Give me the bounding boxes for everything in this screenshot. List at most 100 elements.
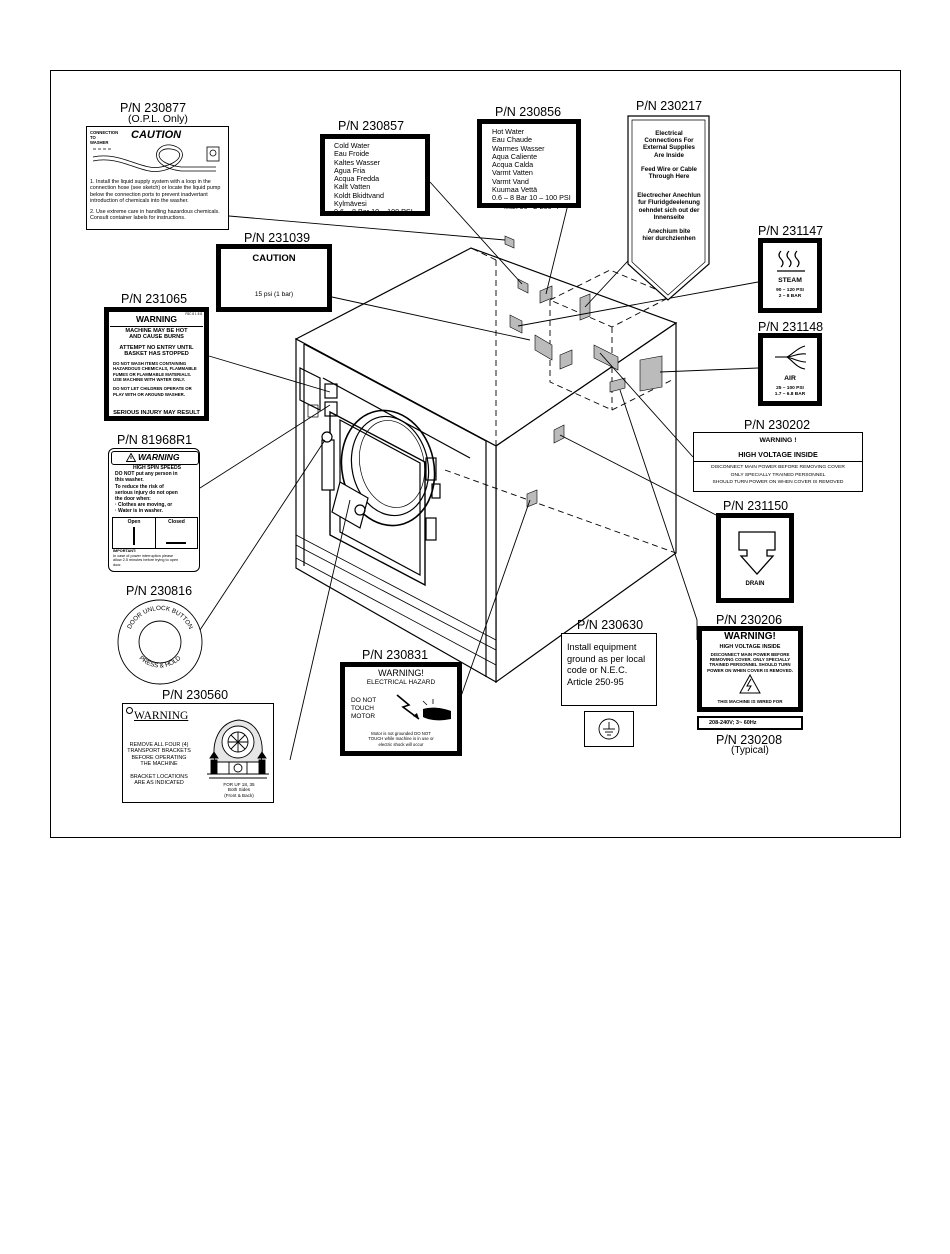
label-230857: Cold Water Eau Froide Kaltes Wasser Agua…: [320, 134, 430, 216]
warning-title: WARNING: [134, 710, 189, 722]
bracket-instructions: REMOVE ALL FOUR (4) TRANSPORT BRACKETS B…: [125, 742, 193, 786]
electric-shock-hand-icon: [396, 694, 451, 721]
label-line: Kylmävesi: [334, 199, 367, 209]
pn-230831: P/N 230831: [362, 648, 429, 662]
caution-steps: 1. Install the liquid supply system with…: [90, 179, 220, 221]
divider: [694, 461, 862, 462]
label-line: Article 250-95: [567, 676, 624, 687]
label-line: the door when:: [115, 496, 151, 503]
label-230206: WARNING! HIGH VOLTAGE INSIDE DISCONNECT …: [697, 626, 803, 712]
ground-symbol-icon: [598, 718, 620, 740]
pn-230816: P/N 230816: [126, 584, 193, 598]
label-line: serious injury do not open: [115, 489, 178, 496]
divider: [110, 326, 203, 327]
pn-231148: P/N 231148: [758, 320, 824, 334]
closed-label: Closed: [168, 519, 185, 525]
open-symbol: [133, 527, 135, 545]
label-230560: WARNING REMOVE ALL FOUR (4) TRANSPORT BR…: [122, 703, 274, 803]
label-line: Install equipment: [567, 642, 637, 652]
label-line: DISCONNECT MAIN POWER BEFORE REMOVING CO…: [711, 465, 845, 470]
label-line: electric shock will occur: [378, 741, 424, 747]
label-line: POWER ON WHEN COVER IS REMOVED.: [707, 667, 793, 673]
label-line: ONLY SPECIALLY TRAINED PERSONNEL: [730, 472, 826, 478]
steam-bar: 2 – 8 BAR: [778, 294, 802, 299]
pressure-text: 15 psi (1 bar): [254, 291, 294, 298]
motor-note: Motor is not grounded DO NOT TOUCH while…: [345, 731, 457, 747]
open-label: Open: [127, 519, 141, 525]
label-line: Through Here: [648, 173, 690, 181]
label-line: BEFORE OPERATING: [131, 754, 187, 761]
label-line: fur Fluridgdeelenung: [638, 199, 700, 207]
label-line: door.: [113, 562, 122, 567]
label-line: External Supplies: [643, 144, 695, 152]
pn-230856: P/N 230856: [495, 105, 562, 119]
label-line: Eau Chaude: [492, 135, 532, 145]
transport-bracket-diagram: [207, 719, 269, 779]
pn-81968r1: P/N 81968R1: [117, 433, 193, 447]
label-230816: DOOR UNLOCK BUTTON PRESS & HOLD: [117, 599, 203, 685]
label-line: Electrecher Anechlun: [637, 192, 701, 200]
warning-lines: DISCONNECT MAIN POWER BEFORE REMOVING CO…: [694, 464, 862, 487]
closed-panel: Closed: [155, 517, 198, 549]
air-title: AIR: [784, 375, 796, 382]
label-line: Varmt Vand: [492, 176, 529, 186]
label-line: Aqua Caliente: [492, 151, 538, 161]
warning-title: WARNING!: [724, 631, 776, 642]
warning-lines: DISCONNECT MAIN POWER BEFORE REMOVING CO…: [702, 652, 798, 673]
label-line: IMPORTANT:: [113, 549, 137, 553]
air-psi: 25 – 100 PSI: [776, 386, 804, 391]
label-line: Electrical: [655, 130, 683, 137]
step-line: Consult container labels for instruction…: [90, 215, 186, 222]
label-line: Kallt Vatten: [334, 182, 371, 192]
label-230208: 208-240V; 3~ 60Hz: [697, 716, 803, 730]
label-line: THE MACHINE: [140, 761, 178, 768]
label-line: ATTEMPT NO ENTRY UNTIL: [119, 344, 194, 351]
pn-231150: P/N 231150: [723, 499, 789, 513]
label-line: 0.6 – 8 Bar 10 – 100 PSI: [492, 193, 571, 203]
warning-footer: SERIOUS INJURY MAY RESULT: [113, 410, 200, 416]
label-line: TOUCH: [351, 704, 374, 712]
air-bar: 1.7 – 6.8 BAR: [774, 392, 806, 397]
label-line: HAZARDOUS CHEMICALS, FLAMMABLE: [113, 366, 197, 372]
label-line: In case of power interruption please: [113, 553, 174, 558]
label-line: allow 2.5 minutes before trying to open: [113, 558, 179, 562]
warning-lines: HIGH SPIN SPEEDS DO NOT put any person i…: [115, 465, 199, 515]
closed-symbol: [166, 542, 186, 544]
label-line: Hot Water: [492, 127, 525, 136]
label-line: REMOVE ALL FOUR (4): [129, 742, 189, 748]
label-line: hier durchzienhen: [642, 235, 696, 243]
step-line: 2. Use extreme care in handling hazardou…: [90, 208, 220, 215]
label-line: Max 90° C 200° F: [504, 201, 561, 211]
label-231065: F8C 8 1 8 8 WARNING MACHINE MAY BE HOT A…: [104, 307, 209, 421]
label-line: oehndet sich out der: [638, 206, 700, 214]
caution-title: CAUTION: [131, 129, 182, 141]
warning-lines: MACHINE MAY BE HOT AND CAUSE BURNS ATTEM…: [109, 328, 204, 397]
label-line: this washer.: [115, 477, 144, 484]
label-line: Feed Wire or Cable: [641, 165, 697, 173]
label-line: · Clothes are moving, or: [115, 502, 173, 509]
high-voltage-triangle-icon: [739, 674, 761, 694]
label-230217: Electrical Connections For External Supp…: [628, 130, 710, 242]
label-line: TRAINED PERSONNEL SHOULD TURN: [709, 662, 791, 668]
label-line: TRANSPORT BRACKETS: [127, 748, 191, 755]
step-line: below the connection ports to prevent in…: [90, 191, 208, 198]
warning-title: WARNING!: [378, 668, 424, 678]
hose-loop-sketch: [92, 144, 220, 172]
steam-psi: 90 – 120 PSI: [776, 288, 804, 293]
warning-title: WARNING: [138, 452, 180, 462]
label-line: ARE AS INDICATED: [134, 780, 184, 787]
voltage-text: 208-240V; 3~ 60Hz: [709, 720, 757, 726]
label-line: MOTOR: [351, 712, 376, 720]
pn-230877-sub: (O.P.L. Only): [128, 113, 188, 125]
diagram-frame: [50, 70, 901, 838]
label-line: (Front & Back): [224, 792, 254, 798]
pn-230877: P/N 230877: [120, 101, 187, 115]
label-line: PLAY WITH OR AROUND WASHER.: [113, 391, 185, 397]
label-line: Both Sides: [227, 787, 251, 793]
label-line: MACHINE MAY BE HOT: [125, 328, 188, 334]
pn-231147: P/N 231147: [758, 224, 824, 238]
label-line: DISCONNECT MAIN POWER BEFORE: [710, 652, 790, 657]
air-icon: [775, 345, 807, 370]
important-note: IMPORTANT: In case of power interruption…: [113, 549, 197, 567]
pn-230630: P/N 230630: [577, 618, 644, 632]
